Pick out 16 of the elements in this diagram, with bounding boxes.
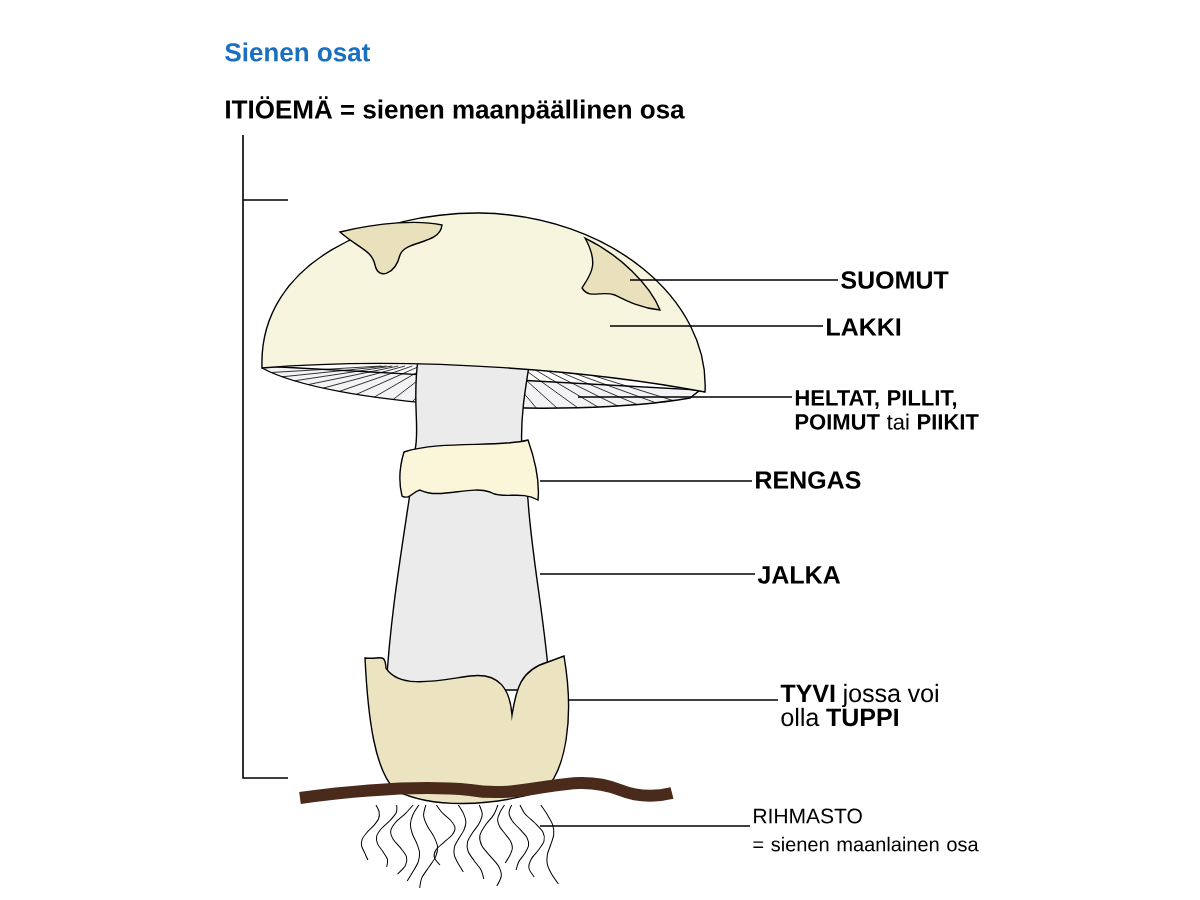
part-label: RIHMASTO = sienen maanlainen osa [753,808,979,852]
part-label: JALKA [757,566,841,584]
part-label: LAKKI [827,318,901,336]
heading: ITIÖEMÄ = sienen maanpäällinen osa [226,96,685,124]
leader-line [609,325,824,327]
leader-line [577,396,793,398]
leader-line [539,825,751,827]
part-label: TYVI jossa voi olla TUPPI [780,683,938,727]
part-label: HELTAT, PILLIT, POIMUT tai PIIKIT [795,390,979,430]
title: Sienen osat [225,42,370,62]
leader-line [539,573,756,575]
part-label: RENGAS [756,471,861,489]
leader-line [567,699,779,701]
leader-line [539,480,753,482]
leader-line [629,279,839,281]
part-label: SUOMUT [841,271,949,289]
